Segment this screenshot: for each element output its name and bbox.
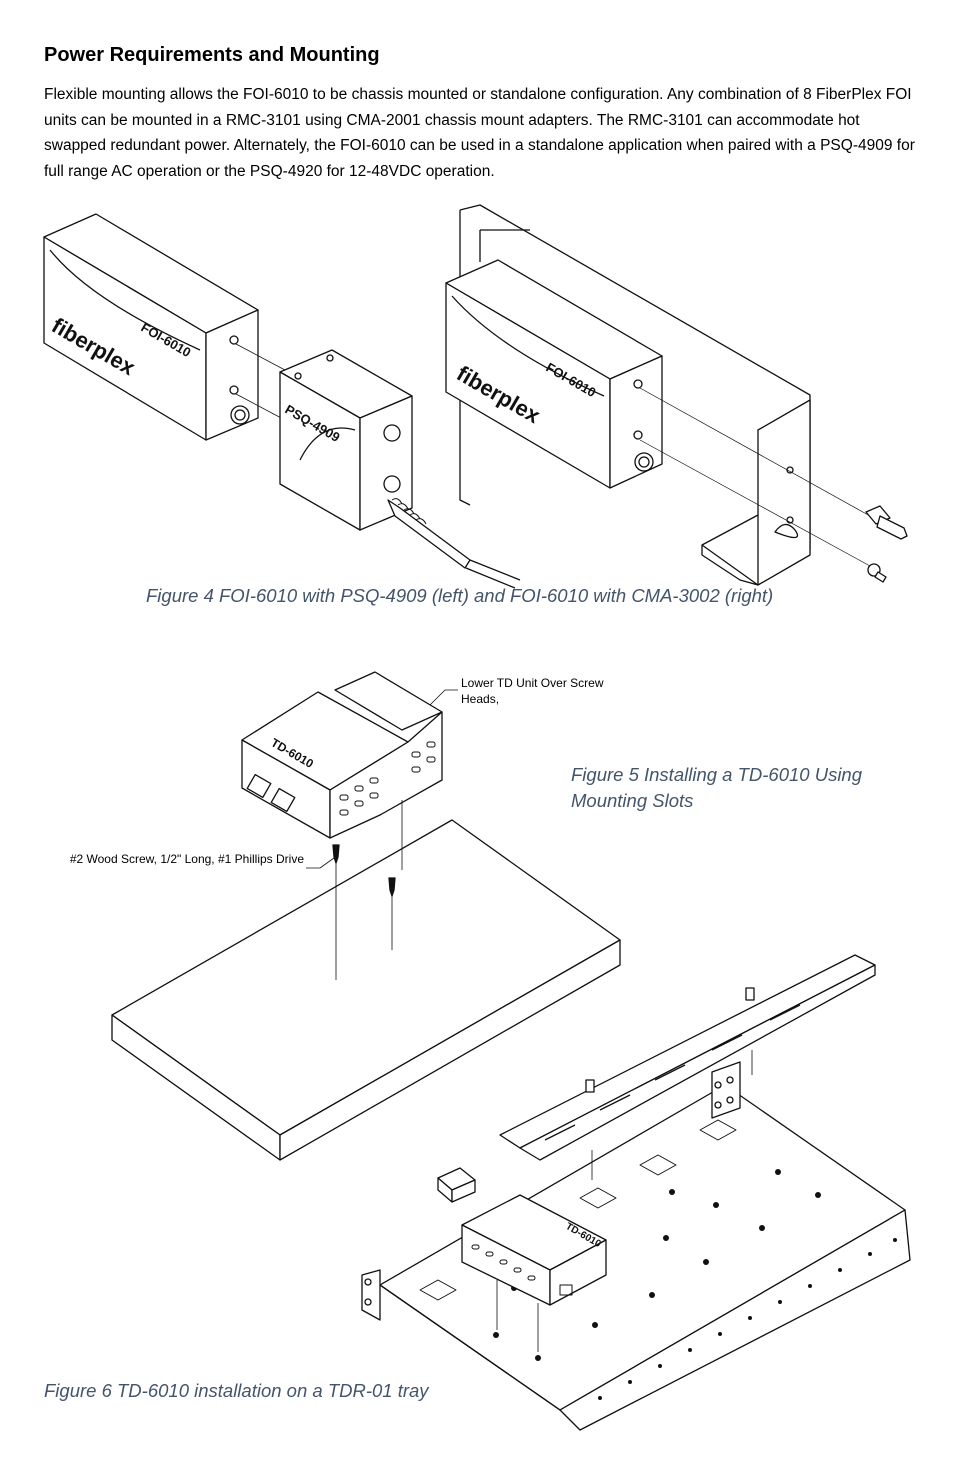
section-heading: Power Requirements and Mounting [44, 44, 380, 66]
mounting-screw-lower [867, 563, 887, 583]
foi-6010-unit-left: FOI-6010 fiberplex [43, 213, 259, 441]
foi-6010-unit-right: FOI-6010 fiberplex [445, 259, 663, 489]
psq-4909-power-supply: PSQ-4909 [279, 349, 521, 589]
tray-rail [499, 954, 876, 1161]
figure-4-illustration: FOI-6010 fiberplex PSQ-4909 [43, 204, 908, 589]
figure-4-caption: Figure 4 FOI-6010 with PSQ-4909 (left) a… [146, 585, 774, 606]
figure-5-caption: Figure 5 Installing a TD-6010 Using Moun… [571, 764, 863, 811]
tdr-01-tray [361, 1061, 911, 1431]
td-6010-unit-figure5: TD-6010 [241, 671, 443, 839]
figure-6-caption: Figure 6 TD-6010 installation on a TDR-0… [44, 1380, 429, 1401]
wood-screw-right [388, 877, 396, 897]
intro-paragraph: Flexible mounting allows the FOI-6010 to… [44, 86, 915, 180]
cma-3002-bracket [459, 204, 811, 586]
wood-screw-left [332, 844, 340, 864]
mounting-screw-upper [865, 505, 908, 540]
connector-plug [437, 1167, 476, 1203]
callout-lower-unit: Lower TD Unit Over Screw Heads, [461, 676, 604, 706]
wood-board [111, 819, 621, 1161]
callout-wood-screw: #2 Wood Screw, 1/2" Long, #1 Phillips Dr… [69, 852, 304, 866]
td-6010-unit-figure6: TD-6010 [461, 1194, 607, 1306]
